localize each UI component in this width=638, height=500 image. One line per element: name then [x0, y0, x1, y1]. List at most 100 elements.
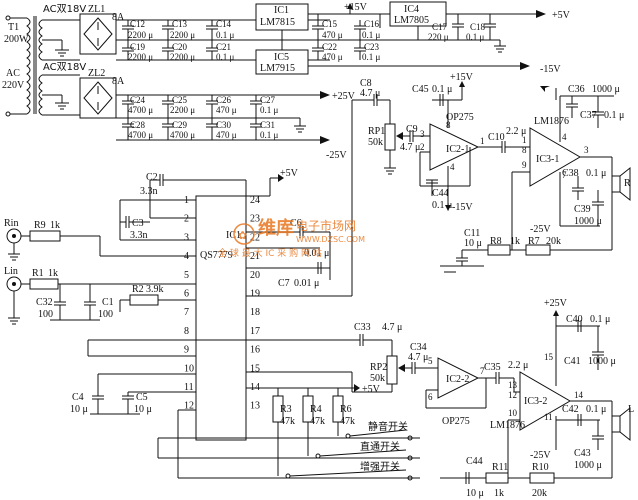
svg-text:14: 14 — [574, 390, 584, 400]
resistor-r10 — [529, 472, 555, 484]
resistor-r2 — [129, 294, 159, 306]
svg-text:470 μ: 470 μ — [216, 105, 237, 115]
svg-text:C33: C33 — [354, 322, 371, 333]
svg-text:1: 1 — [480, 136, 485, 146]
svg-text:C7: C7 — [278, 278, 290, 289]
cap-c31 — [250, 118, 262, 140]
label-t1: T1 — [8, 22, 19, 33]
chip-pin-10: 10 — [184, 363, 194, 374]
svg-text:47k: 47k — [280, 416, 295, 427]
svg-text:-15V: -15V — [540, 64, 561, 75]
svg-text:15: 15 — [544, 352, 554, 362]
svg-text:+15V: +15V — [450, 72, 474, 83]
svg-text:0.1 μ: 0.1 μ — [586, 168, 606, 179]
svg-text:2.2 μ: 2.2 μ — [508, 360, 528, 371]
svg-text:100: 100 — [98, 309, 113, 320]
svg-text:C25: C25 — [172, 95, 188, 105]
svg-text:C23: C23 — [364, 42, 380, 52]
chip-pin-24: 24 — [250, 195, 260, 206]
svg-text:+25V: +25V — [544, 298, 568, 309]
svg-text:C22: C22 — [322, 42, 337, 52]
svg-text:1000 μ: 1000 μ — [588, 356, 616, 367]
lower-amplifier-channel: C33 4.7 μ C34 4.7 μ RP2 50k +5V IC2-2 OP… — [246, 298, 634, 499]
watermark: ✿ 维库 电子市场网 WWW.DZSC.COM 全 球 最 大 IC 采 购 网… — [218, 217, 365, 259]
cap-c24 — [122, 95, 134, 118]
svg-text:0.1 μ: 0.1 μ — [432, 84, 452, 95]
svg-text:47k: 47k — [310, 416, 325, 427]
svg-text:C41: C41 — [564, 356, 581, 367]
svg-text:12: 12 — [508, 390, 517, 400]
svg-text:1k: 1k — [510, 236, 520, 247]
cap-c27 — [250, 95, 262, 118]
svg-text:C30: C30 — [216, 120, 232, 130]
svg-text:C24: C24 — [130, 95, 146, 105]
svg-text:R2: R2 — [132, 284, 144, 295]
svg-text:1000 μ: 1000 μ — [574, 216, 602, 227]
svg-text:3.3n: 3.3n — [130, 230, 148, 241]
svg-text:20k: 20k — [532, 488, 547, 499]
svg-text:-25V: -25V — [530, 224, 551, 235]
svg-text:1k: 1k — [494, 488, 504, 499]
svg-text:LM7815: LM7815 — [260, 17, 295, 28]
switch-mute[interactable] — [345, 429, 413, 441]
svg-text:维库: 维库 — [258, 217, 294, 239]
svg-text:220 μ: 220 μ — [428, 32, 449, 42]
svg-text:C2: C2 — [146, 172, 158, 183]
svg-text:R10: R10 — [532, 462, 549, 473]
svg-text:IC2-1: IC2-1 — [446, 144, 469, 155]
regulator-lm7915 — [255, 49, 309, 75]
chip-pin-19: 19 — [250, 289, 260, 300]
svg-text:C43: C43 — [574, 448, 591, 459]
label-ac: AC — [6, 68, 20, 79]
svg-text:静音开关: 静音开关 — [368, 420, 408, 433]
svg-text:1k: 1k — [48, 268, 58, 279]
svg-text:8: 8 — [446, 120, 451, 130]
svg-text:C9: C9 — [406, 124, 418, 135]
chip-pin-8: 8 — [184, 326, 189, 337]
svg-text:R6: R6 — [340, 404, 352, 415]
cap-c41 — [592, 326, 604, 370]
cap-c37 — [592, 96, 604, 128]
chip-pin-18: 18 — [250, 307, 260, 318]
svg-text:OP275: OP275 — [442, 416, 470, 427]
svg-text:470 μ: 470 μ — [216, 130, 237, 140]
svg-text:4.7 μ: 4.7 μ — [400, 142, 420, 153]
switch-boost[interactable] — [285, 469, 413, 481]
svg-text:0.1 μ: 0.1 μ — [466, 32, 485, 42]
svg-text:0.1 μ: 0.1 μ — [362, 30, 381, 40]
upper-amplifier-channel: C8 4.7 μ RP1 50k C9 4.7 μ C45 0.1 μ +15V… — [352, 72, 631, 273]
chip-pin-2: 2 — [184, 214, 189, 225]
svg-text:-15V: -15V — [452, 202, 473, 213]
chip-pin-15: 15 — [250, 363, 260, 374]
cap-c19 — [122, 40, 134, 60]
chip-pin-5: 5 — [184, 270, 189, 281]
svg-text:2200 μ: 2200 μ — [128, 52, 153, 62]
svg-text:C15: C15 — [322, 19, 338, 29]
chip-pin-12: 12 — [184, 401, 194, 412]
svg-text:L: L — [628, 404, 634, 415]
svg-text:11: 11 — [544, 412, 553, 422]
svg-text:Rin: Rin — [4, 218, 18, 229]
svg-text:ZL2: ZL2 — [88, 68, 105, 79]
cap-c38 — [572, 176, 584, 200]
svg-text:C6: C6 — [290, 218, 302, 229]
svg-text:13: 13 — [508, 380, 518, 390]
chip-pin-9: 9 — [184, 345, 189, 356]
svg-text:10 μ: 10 μ — [466, 488, 484, 499]
svg-text:增强开关: 增强开关 — [360, 460, 400, 473]
svg-text:R7: R7 — [528, 236, 540, 247]
svg-text:1000 μ: 1000 μ — [574, 460, 602, 471]
chip-pin-4: 4 — [184, 251, 189, 262]
speaker-right — [611, 157, 631, 212]
svg-text:10 μ: 10 μ — [464, 238, 482, 249]
svg-text:R11: R11 — [492, 462, 508, 473]
svg-text:C8: C8 — [360, 78, 372, 89]
svg-text:C27: C27 — [260, 95, 276, 105]
label-t1-power: 200W — [4, 34, 29, 45]
svg-text:C35: C35 — [484, 362, 501, 373]
svg-text:470 μ: 470 μ — [322, 52, 343, 62]
switch-direct[interactable] — [315, 449, 413, 461]
svg-text:LM1876: LM1876 — [534, 116, 569, 127]
svg-text:9: 9 — [522, 160, 527, 170]
